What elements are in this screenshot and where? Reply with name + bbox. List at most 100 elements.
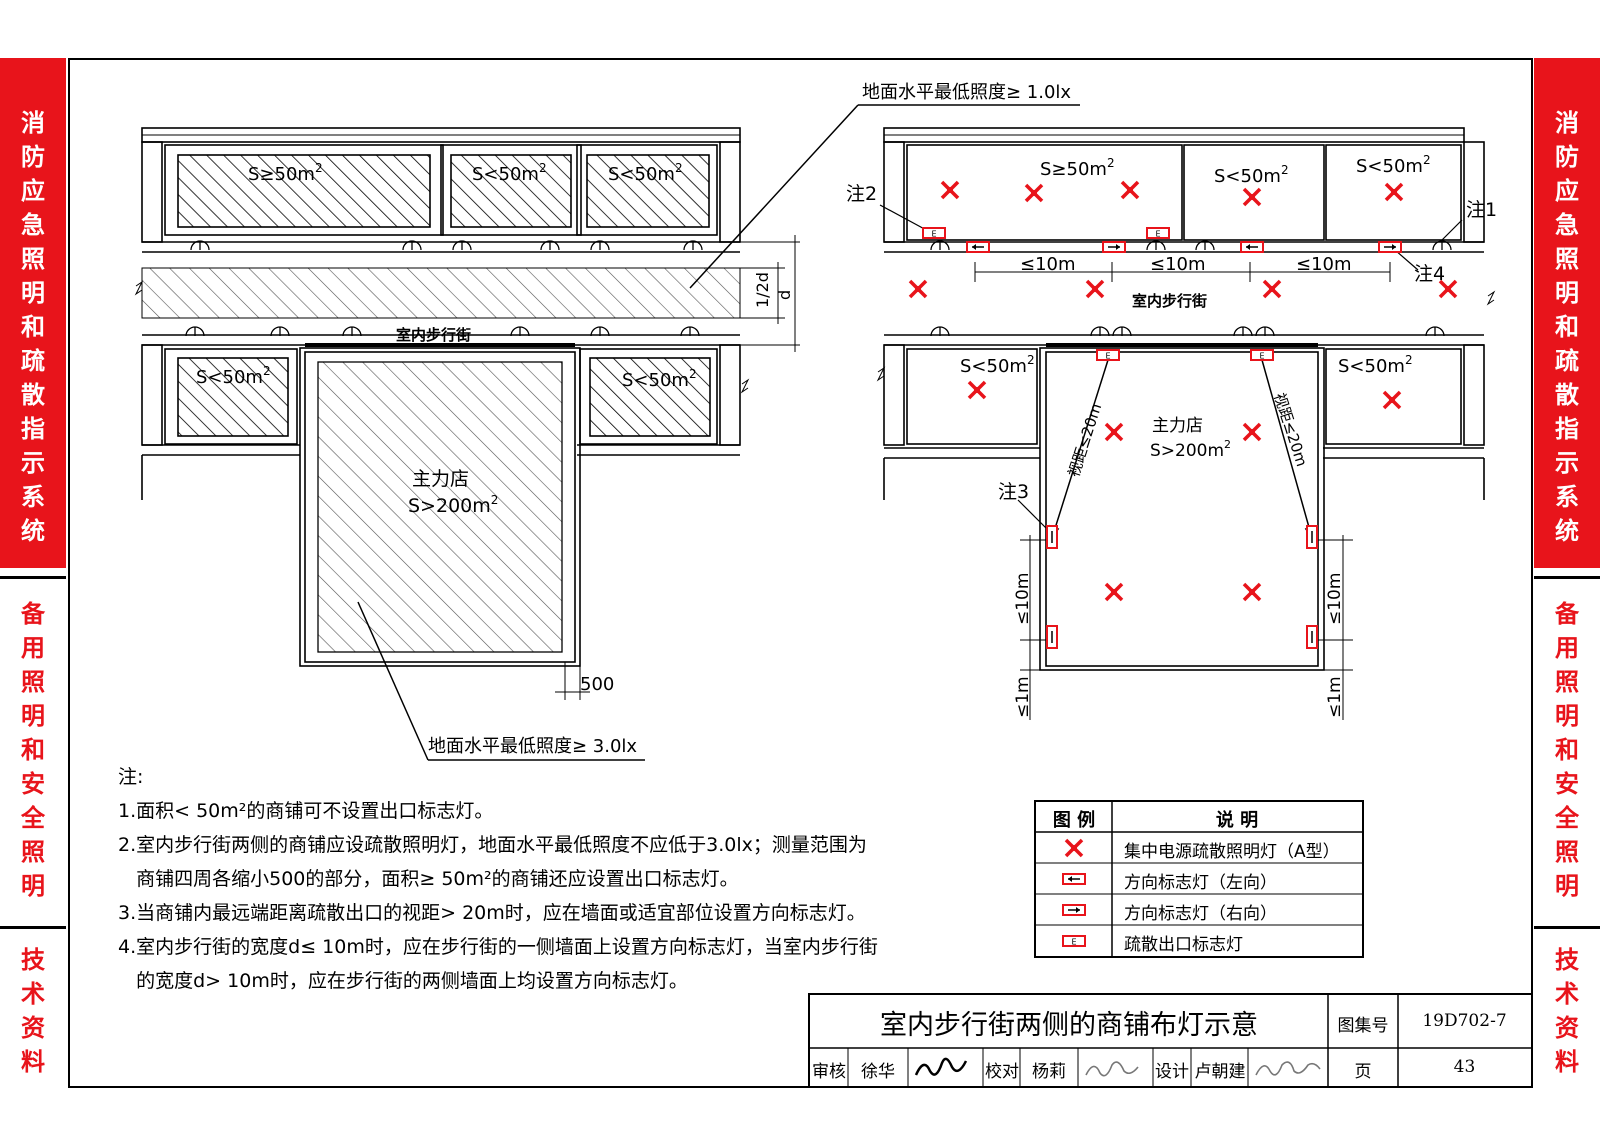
sidebar-right-standby-char: 全	[1555, 804, 1579, 832]
notes-section: 注: 1.面积< 50m²的商铺可不设置出口标志灯。 2.室内步行街两侧的商铺应…	[118, 760, 878, 998]
right-shop-label-3: S<50m2	[1356, 153, 1431, 177]
note1-label: 注1	[1466, 199, 1497, 221]
dim-1m-right: ≤1m	[1325, 676, 1345, 718]
sidebar-left-fire-char: 急	[21, 211, 45, 239]
page-label: 页	[1354, 1062, 1372, 1082]
left-anchor-area: S>200m2	[408, 493, 498, 517]
design-name: 卢朝建	[1194, 1062, 1246, 1082]
sidebar-left-standby-char: 明	[21, 872, 45, 900]
dim-10m-left: ≤10m	[1013, 573, 1033, 625]
spacing-label-2: ≤10m	[1150, 254, 1206, 275]
sidebar-left-standby-char: 全	[21, 804, 45, 832]
sidebar-left-fire-char: 统	[21, 517, 45, 545]
sidebar-right-standby-char: 明	[1555, 702, 1579, 730]
right-shop-label-4: S<50m2	[960, 353, 1035, 377]
sidebar-right-fire-char: 应	[1555, 177, 1579, 205]
atlas-number: 19D702-7	[1422, 1011, 1507, 1031]
sidebar-left-fire-char: 防	[21, 143, 45, 171]
sidebar-right-fire-char: 疏	[1555, 347, 1579, 375]
review-name: 徐华	[861, 1062, 895, 1082]
legend-row-4: 疏散出口标志灯	[1124, 935, 1243, 955]
sight-left-label: 视距≤20m	[1065, 401, 1106, 479]
note2-label: 注2	[846, 183, 877, 205]
right-shop-label-2: S<50m2	[1214, 163, 1289, 187]
sidebar-right-fire-char: 明	[1555, 279, 1579, 307]
left-plan	[134, 104, 1080, 761]
sidebar-right-standby-char: 和	[1555, 736, 1579, 764]
dim-half-d-label: 1/2d	[753, 272, 772, 308]
legend-exit-icon	[1062, 935, 1086, 948]
right-anchor-area: S>200m2	[1150, 438, 1231, 461]
sidebar-right-standby-char: 用	[1555, 634, 1579, 662]
sidebar-left-standby-char: 安	[21, 770, 45, 798]
sidebar-right-standby-char: 安	[1555, 770, 1579, 798]
sidebar-right-fire-char: 指	[1555, 415, 1579, 443]
spacing-label-3: ≤10m	[1296, 254, 1352, 275]
sight-right-label: 视距≤20m	[1270, 391, 1311, 469]
callout-top-text: 地面水平最低照度≥ 1.0lx	[862, 82, 1071, 103]
sidebar-right-standby-char: 照	[1555, 838, 1579, 866]
sidebar-left-fire-char: 指	[21, 415, 45, 443]
sidebar-right-fire-char: 急	[1555, 211, 1579, 239]
dim-10m-right: ≤10m	[1325, 573, 1345, 625]
design-label: 设计	[1155, 1062, 1189, 1082]
note-item-2b: 商铺四周各缩小500的部分，面积≥ 50m²的商铺还应设置出口标志灯。	[118, 868, 739, 890]
sidebar-right-fire-char: 示	[1555, 449, 1579, 477]
sidebar-right-section-fire: 消防应急照明和疏散指示系统	[1534, 58, 1600, 568]
spacing-label-1: ≤10m	[1020, 254, 1076, 275]
sidebar-right-fire-char: 消	[1555, 109, 1579, 137]
sidebar-left-standby-char: 照	[21, 668, 45, 696]
sidebar-right-tech-char: 资	[1555, 1014, 1579, 1042]
note3-label: 注3	[998, 481, 1029, 503]
check-signature-icon	[1085, 1061, 1139, 1077]
sidebar-left-tech-char: 技	[21, 946, 45, 974]
review-label: 审核	[812, 1062, 846, 1082]
sidebar-left-section-standby: 备用照明和安全照明	[0, 585, 66, 920]
review-signature-icon	[914, 1057, 968, 1076]
sidebar-right-fire-char: 和	[1555, 313, 1579, 341]
sidebar-left-fire-char: 应	[21, 177, 45, 205]
sidebar-left-standby-char: 明	[21, 702, 45, 730]
sidebar-left-section-fire: 消防应急照明和疏散指示系统	[0, 58, 66, 568]
left-shop-label-2: S<50m2	[472, 161, 547, 185]
sidebar-left-fire-char: 疏	[21, 347, 45, 375]
page-number: 43	[1453, 1057, 1476, 1077]
legend-row-2: 方向标志灯（左向）	[1124, 873, 1277, 893]
left-shop-label-4: S<50m2	[196, 364, 271, 388]
note-item-1: 1.面积< 50m²的商铺可不设置出口标志灯。	[118, 800, 494, 822]
sidebar-right-standby-char: 备	[1555, 600, 1579, 628]
design-signature-icon	[1255, 1061, 1321, 1076]
sidebar-left-fire-char: 散	[21, 381, 45, 409]
sidebar-right-section-tech: 技术资料	[1534, 935, 1600, 1085]
legend-arrow-right-icon	[1062, 904, 1086, 916]
title-block: 室内步行街两侧的商铺布灯示意 图集号 19D702-7 审核 徐华 校对 杨莉 …	[808, 993, 1531, 1086]
sidebar-right-section-standby: 备用照明和安全照明	[1534, 585, 1600, 920]
sidebar-left-standby-char: 和	[21, 736, 45, 764]
sidebar-left-fire-char: 系	[21, 483, 45, 511]
sidebar-left-standby-char: 照	[21, 838, 45, 866]
legend-cross-lamp-icon	[1064, 838, 1084, 858]
notes-heading: 注:	[118, 766, 144, 788]
sidebar-right-standby-char: 照	[1555, 668, 1579, 696]
sidebar-right-fire-char: 防	[1555, 143, 1579, 171]
check-name: 杨莉	[1032, 1062, 1066, 1082]
sidebar-left-tech-char: 料	[21, 1048, 45, 1076]
sidebar-left-fire-char: 示	[21, 449, 45, 477]
sidebar-right-fire-char: 散	[1555, 381, 1579, 409]
right-shop-label-5: S<50m2	[1338, 353, 1413, 377]
sidebar-left-standby-char: 用	[21, 634, 45, 662]
atlas-label: 图集号	[1337, 1016, 1389, 1036]
sidebar-right-standby-char: 明	[1555, 872, 1579, 900]
sidebar-left-fire-char: 照	[21, 245, 45, 273]
legend-row-1: 集中电源疏散照明灯（A型）	[1124, 842, 1340, 862]
left-shop-label-3: S<50m2	[608, 161, 683, 185]
sidebar-left-fire-char: 明	[21, 279, 45, 307]
sidebar-right-tech-char: 料	[1555, 1048, 1579, 1076]
dim-1m-left: ≤1m	[1013, 676, 1033, 718]
right-street-label: 室内步行街	[1132, 292, 1207, 310]
sidebar-left-tech-char: 术	[21, 980, 45, 1008]
sidebar-left-section-tech: 技术资料	[0, 935, 66, 1085]
sidebar-left-tech-char: 资	[21, 1014, 45, 1042]
note4-label: 注4	[1414, 263, 1445, 285]
